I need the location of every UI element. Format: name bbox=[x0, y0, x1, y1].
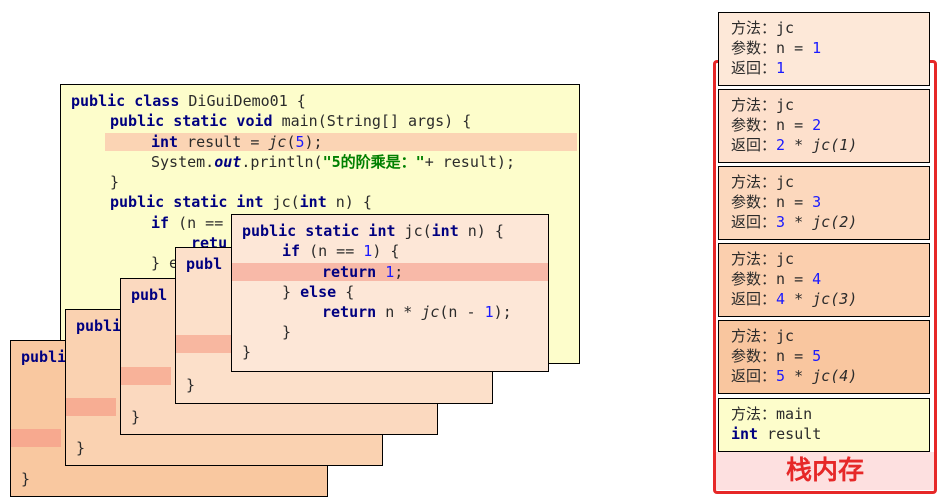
code-line-if: if (n == 1) { bbox=[282, 242, 400, 260]
frame-method: 方法：jc bbox=[731, 173, 795, 191]
code-line-jc-signature: public static int jc(int n) { bbox=[242, 222, 504, 240]
code-fragment: } bbox=[186, 376, 196, 394]
frame-param: 参数：n = 1 bbox=[731, 39, 822, 57]
code-line-close-main: } bbox=[110, 173, 120, 191]
code-line-jc-signature: public static int jc(int n) { bbox=[110, 193, 372, 211]
current-line-highlight bbox=[66, 398, 116, 416]
stack-frame-jc-1: 方法：jc 参数：n = 1 返回：1 bbox=[718, 12, 930, 86]
recursion-panel-1: public static int jc(int n) { if (n == 1… bbox=[231, 214, 549, 372]
code-line-result: int result = jc(5); bbox=[151, 133, 323, 151]
code-fragment: } bbox=[76, 439, 86, 457]
code-line-return-base: return 1; bbox=[322, 263, 404, 281]
frame-return: 返回：4 * jc(3) bbox=[731, 290, 858, 308]
frame-param: 参数：n = 4 bbox=[731, 270, 822, 288]
frame-return: 返回：1 bbox=[731, 59, 786, 77]
code-fragment: } bbox=[21, 470, 31, 488]
code-line-main-signature: public static void main(String[] args) { bbox=[110, 112, 472, 130]
frame-return: 返回：2 * jc(1) bbox=[731, 136, 858, 154]
current-line-highlight bbox=[232, 263, 548, 281]
code-line-println: System.out.println("5的阶乘是："+ result); bbox=[151, 153, 515, 171]
stack-frame-jc-3: 方法：jc 参数：n = 3 返回：3 * jc(2) bbox=[718, 166, 930, 240]
code-line-close-if: } bbox=[282, 323, 292, 341]
frame-return: 返回：5 * jc(4) bbox=[731, 367, 858, 385]
current-line-highlight bbox=[121, 367, 171, 385]
current-line-highlight bbox=[105, 133, 577, 151]
code-line-else: } else { bbox=[282, 283, 355, 301]
frame-return: 返回：3 * jc(2) bbox=[731, 213, 858, 231]
frame-method: 方法：jc bbox=[731, 96, 795, 114]
code-fragment: publ bbox=[186, 255, 223, 273]
current-line-highlight bbox=[176, 335, 231, 353]
stack-frame-main: 方法：main int result bbox=[718, 398, 930, 452]
frame-method: 方法：jc bbox=[731, 19, 795, 37]
frame-method: 方法：jc bbox=[731, 327, 795, 345]
code-fragment: publi bbox=[76, 317, 122, 335]
stack-frame-jc-2: 方法：jc 参数：n = 2 返回：2 * jc(1) bbox=[718, 89, 930, 163]
code-line-close-method: } bbox=[242, 343, 252, 361]
frame-method: 方法：main bbox=[731, 405, 813, 423]
frame-param: 参数：n = 5 bbox=[731, 347, 822, 365]
code-fragment: publ bbox=[131, 286, 168, 304]
frame-param: 参数：n = 2 bbox=[731, 116, 822, 134]
stack-frame-jc-4: 方法：jc 参数：n = 4 返回：4 * jc(3) bbox=[718, 243, 930, 317]
code-fragment: publi bbox=[21, 348, 67, 366]
current-line-highlight bbox=[11, 429, 61, 447]
frame-method: 方法：jc bbox=[731, 250, 795, 268]
code-line-else-partial: } e bbox=[151, 254, 179, 272]
code-fragment: } bbox=[131, 408, 141, 426]
frame-param: 参数：n = 3 bbox=[731, 193, 822, 211]
frame-variable: int result bbox=[731, 425, 822, 443]
code-line-class: public class DiGuiDemo01 { bbox=[71, 92, 306, 110]
stack-frame-jc-5: 方法：jc 参数：n = 5 返回：5 * jc(4) bbox=[718, 320, 930, 394]
code-line-if: if (n == bbox=[151, 214, 224, 232]
code-line-return-recursive: return n * jc(n - 1); bbox=[322, 303, 512, 321]
stack-memory-label: 栈内存 bbox=[716, 452, 934, 490]
